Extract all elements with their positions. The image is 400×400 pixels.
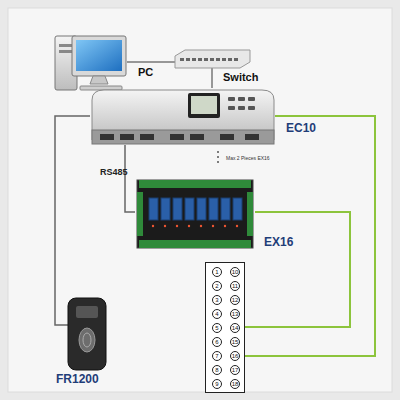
terminal-number: 1 — [212, 267, 222, 277]
fingerprint-window — [79, 328, 95, 352]
controller-connectors — [100, 134, 259, 140]
reader-body — [68, 298, 106, 370]
terminal-number: 11 — [230, 281, 240, 291]
note-label: Max 2 Pieces EX16 — [226, 155, 270, 161]
terminal-number: 6 — [212, 337, 222, 347]
computer-node: PC — [55, 32, 127, 90]
terminal-block — [139, 240, 251, 248]
background-panel — [8, 8, 392, 392]
drive-bay — [59, 50, 73, 53]
terminal-number: 2 — [212, 281, 222, 291]
device-label: EX16 — [264, 235, 293, 249]
wire-connector — [245, 212, 350, 327]
terminal-number: 14 — [230, 323, 240, 333]
monitor-stand — [90, 76, 108, 84]
terminal-number: 5 — [212, 323, 222, 333]
terminal-number: 18 — [230, 379, 240, 389]
terminal-strip: 1 10 2 11 3 12 4 13 5 14 6 15 7 16 8 17 9 18 — [205, 262, 245, 393]
wire-connector — [125, 145, 135, 212]
terminal-number: 17 — [230, 365, 240, 375]
wire-connector — [127, 61, 175, 63]
terminal-number: 9 — [212, 379, 222, 389]
expansion-board-node: EX16 — [135, 178, 255, 250]
reader-logo-panel — [76, 306, 98, 318]
terminal-number: 7 — [212, 351, 222, 361]
terminal-number: 10 — [230, 267, 240, 277]
lcd-bezel — [188, 93, 220, 118]
wire-connector — [55, 116, 90, 325]
device-label: PC — [138, 66, 153, 78]
wire-connector — [245, 116, 375, 356]
terminal-block — [139, 180, 251, 188]
device-label: EC10 — [286, 121, 316, 135]
relay-row — [149, 198, 242, 220]
led-row — [152, 225, 238, 227]
switch-body — [175, 50, 250, 68]
terminal-block — [247, 192, 253, 236]
device-label: FR1200 — [56, 372, 99, 386]
terminal-number: 12 — [230, 295, 240, 305]
switch-ports — [180, 58, 238, 61]
terminal-number: 4 — [212, 309, 222, 319]
signal-label: RS485 — [100, 167, 128, 177]
lcd-screen — [191, 96, 217, 114]
fingerprint-ridge — [83, 333, 91, 347]
controller-buttons — [228, 97, 255, 110]
keyboard — [80, 86, 122, 90]
monitor-screen — [76, 40, 122, 71]
terminal-number: 15 — [230, 337, 240, 347]
device-label: Switch — [223, 71, 258, 83]
terminal-number: 8 — [212, 365, 222, 375]
terminal-number: 3 — [212, 295, 222, 305]
switch-node: Switch — [175, 50, 250, 68]
controller-node: EC10 — [90, 88, 275, 145]
wire-connector — [211, 68, 213, 88]
pcb-board — [137, 180, 253, 248]
terminal-number: 13 — [230, 309, 240, 319]
terminal-number: 16 — [230, 351, 240, 361]
controller-base — [92, 130, 274, 144]
drive-bay — [59, 44, 73, 47]
fingerprint-reader-node: FR1200 — [68, 298, 106, 370]
monitor-frame — [72, 36, 126, 76]
terminal-block — [137, 192, 143, 236]
ellipsis-dots — [217, 151, 219, 163]
